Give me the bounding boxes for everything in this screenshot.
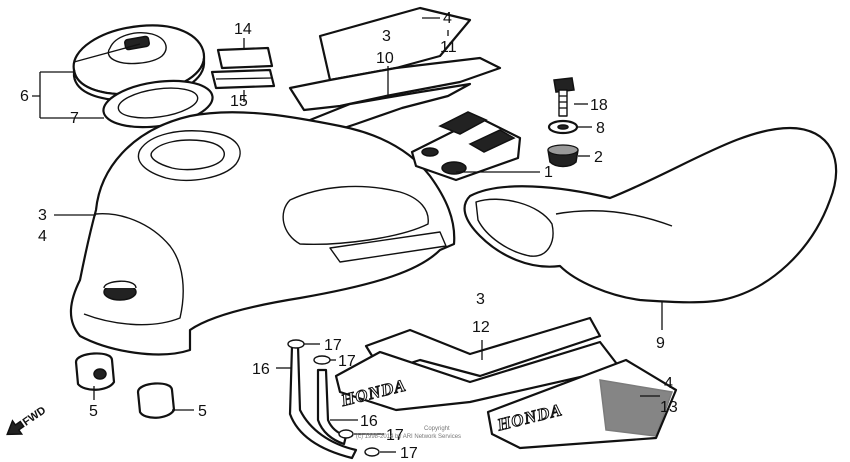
side-panel-right <box>486 358 678 450</box>
callout-17-a: 17 <box>324 337 342 354</box>
fuel-tank <box>69 111 456 356</box>
bolt <box>553 77 575 117</box>
callout-16-right: 16 <box>360 413 378 430</box>
callout-12: 12 <box>472 319 490 336</box>
callout-3-upper: 3 <box>382 28 391 45</box>
callout-labels: 6 7 14 15 3 10 4 11 3 4 18 8 2 1 9 5 5 3… <box>20 10 678 462</box>
callout-15: 15 <box>230 93 248 110</box>
fuel-cap <box>72 24 206 102</box>
seat <box>463 126 838 304</box>
callout-10: 10 <box>376 50 394 67</box>
copyright-watermark: Copyright (c) 1998-2014 by ARI Network S… <box>356 426 461 440</box>
callout-4-tank: 4 <box>38 228 47 245</box>
fwd-label: FWD <box>21 404 48 428</box>
rubber-mount <box>547 144 579 168</box>
fwd-indicator: FWD <box>6 404 48 436</box>
callout-18: 18 <box>590 97 608 114</box>
callout-7: 7 <box>70 110 79 127</box>
callout-4-upper: 4 <box>443 10 452 27</box>
clip-2 <box>313 355 331 365</box>
leader-lines <box>32 17 663 453</box>
callout-16-left: 16 <box>252 361 270 378</box>
pad-upper <box>216 46 274 70</box>
callout-4-lower: 4 <box>664 375 673 392</box>
callout-2: 2 <box>594 149 603 166</box>
callout-8: 8 <box>596 120 605 137</box>
fwd-arrow-icon <box>6 419 25 436</box>
clip-3 <box>338 429 354 439</box>
rubber-mount-left <box>74 352 116 391</box>
callout-17-c: 17 <box>386 427 404 444</box>
copyright-line-1: Copyright <box>424 426 450 432</box>
rubber-mount-right <box>136 382 176 419</box>
callout-11: 11 <box>440 39 457 56</box>
callout-5-right: 5 <box>198 403 207 420</box>
callout-1: 1 <box>544 164 553 181</box>
seat-bracket <box>410 111 522 182</box>
callout-13: 13 <box>660 399 678 416</box>
upper-stripe <box>288 6 502 138</box>
copyright-line-2: (c) 1998-2014 by ARI Network Services <box>356 434 461 440</box>
callout-3-lower: 3 <box>476 291 485 308</box>
clip-4 <box>364 447 380 457</box>
callout-5-left: 5 <box>89 403 98 420</box>
callout-17-b: 17 <box>338 353 356 370</box>
breather-tube-left <box>288 344 358 460</box>
callout-9: 9 <box>656 335 665 352</box>
pad-lower <box>210 68 276 90</box>
washer <box>547 119 579 135</box>
callout-3-tank: 3 <box>38 207 47 224</box>
callout-17-d: 17 <box>400 445 418 462</box>
clip-1 <box>287 339 305 349</box>
callout-6: 6 <box>20 88 29 105</box>
callout-14: 14 <box>234 21 252 38</box>
